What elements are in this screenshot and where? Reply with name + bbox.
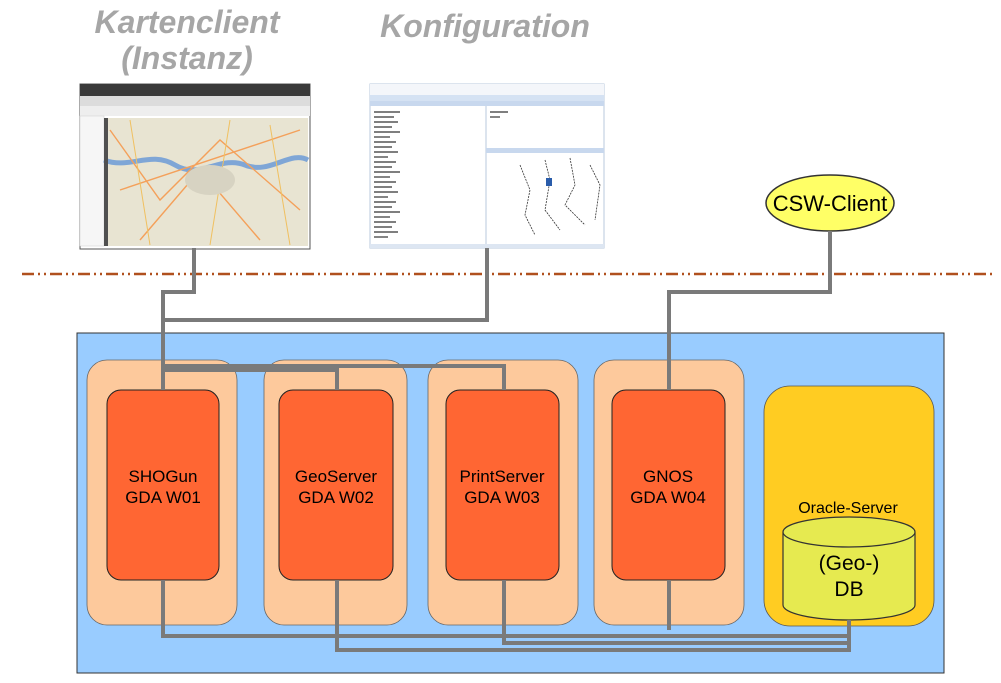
configuration-heading: Konfiguration — [380, 8, 590, 44]
server-gnos-name: GNOS — [643, 467, 693, 486]
database-label-line2: DB — [834, 578, 863, 601]
connector-lines — [161, 231, 851, 652]
database-label-line1: (Geo-) — [819, 552, 880, 575]
csw-client-node: CSW-Client — [765, 174, 895, 232]
map-client-heading-line2: (Instanz) — [121, 40, 253, 76]
server-printserver-id: GDA W03 — [464, 488, 540, 507]
server-geoserver-id: GDA W02 — [298, 488, 374, 507]
map-client-heading: Kartenclient (Instanz) — [72, 4, 302, 76]
configuration-screenshot — [369, 83, 605, 249]
server-gnos-id: GDA W04 — [630, 488, 706, 507]
server-printserver-name: PrintServer — [459, 467, 544, 486]
server-geoserver-name: GeoServer — [295, 467, 378, 486]
server-shogun-id: GDA W01 — [125, 488, 201, 507]
csw-client-label: CSW-Client — [773, 191, 888, 216]
map-client-screenshot — [79, 83, 311, 250]
map-client-heading-line1: Kartenclient — [94, 4, 280, 40]
oracle-server-label: Oracle-Server — [798, 500, 898, 517]
database-cylinder — [782, 516, 916, 621]
server-shogun-name: SHOGun — [129, 467, 198, 486]
